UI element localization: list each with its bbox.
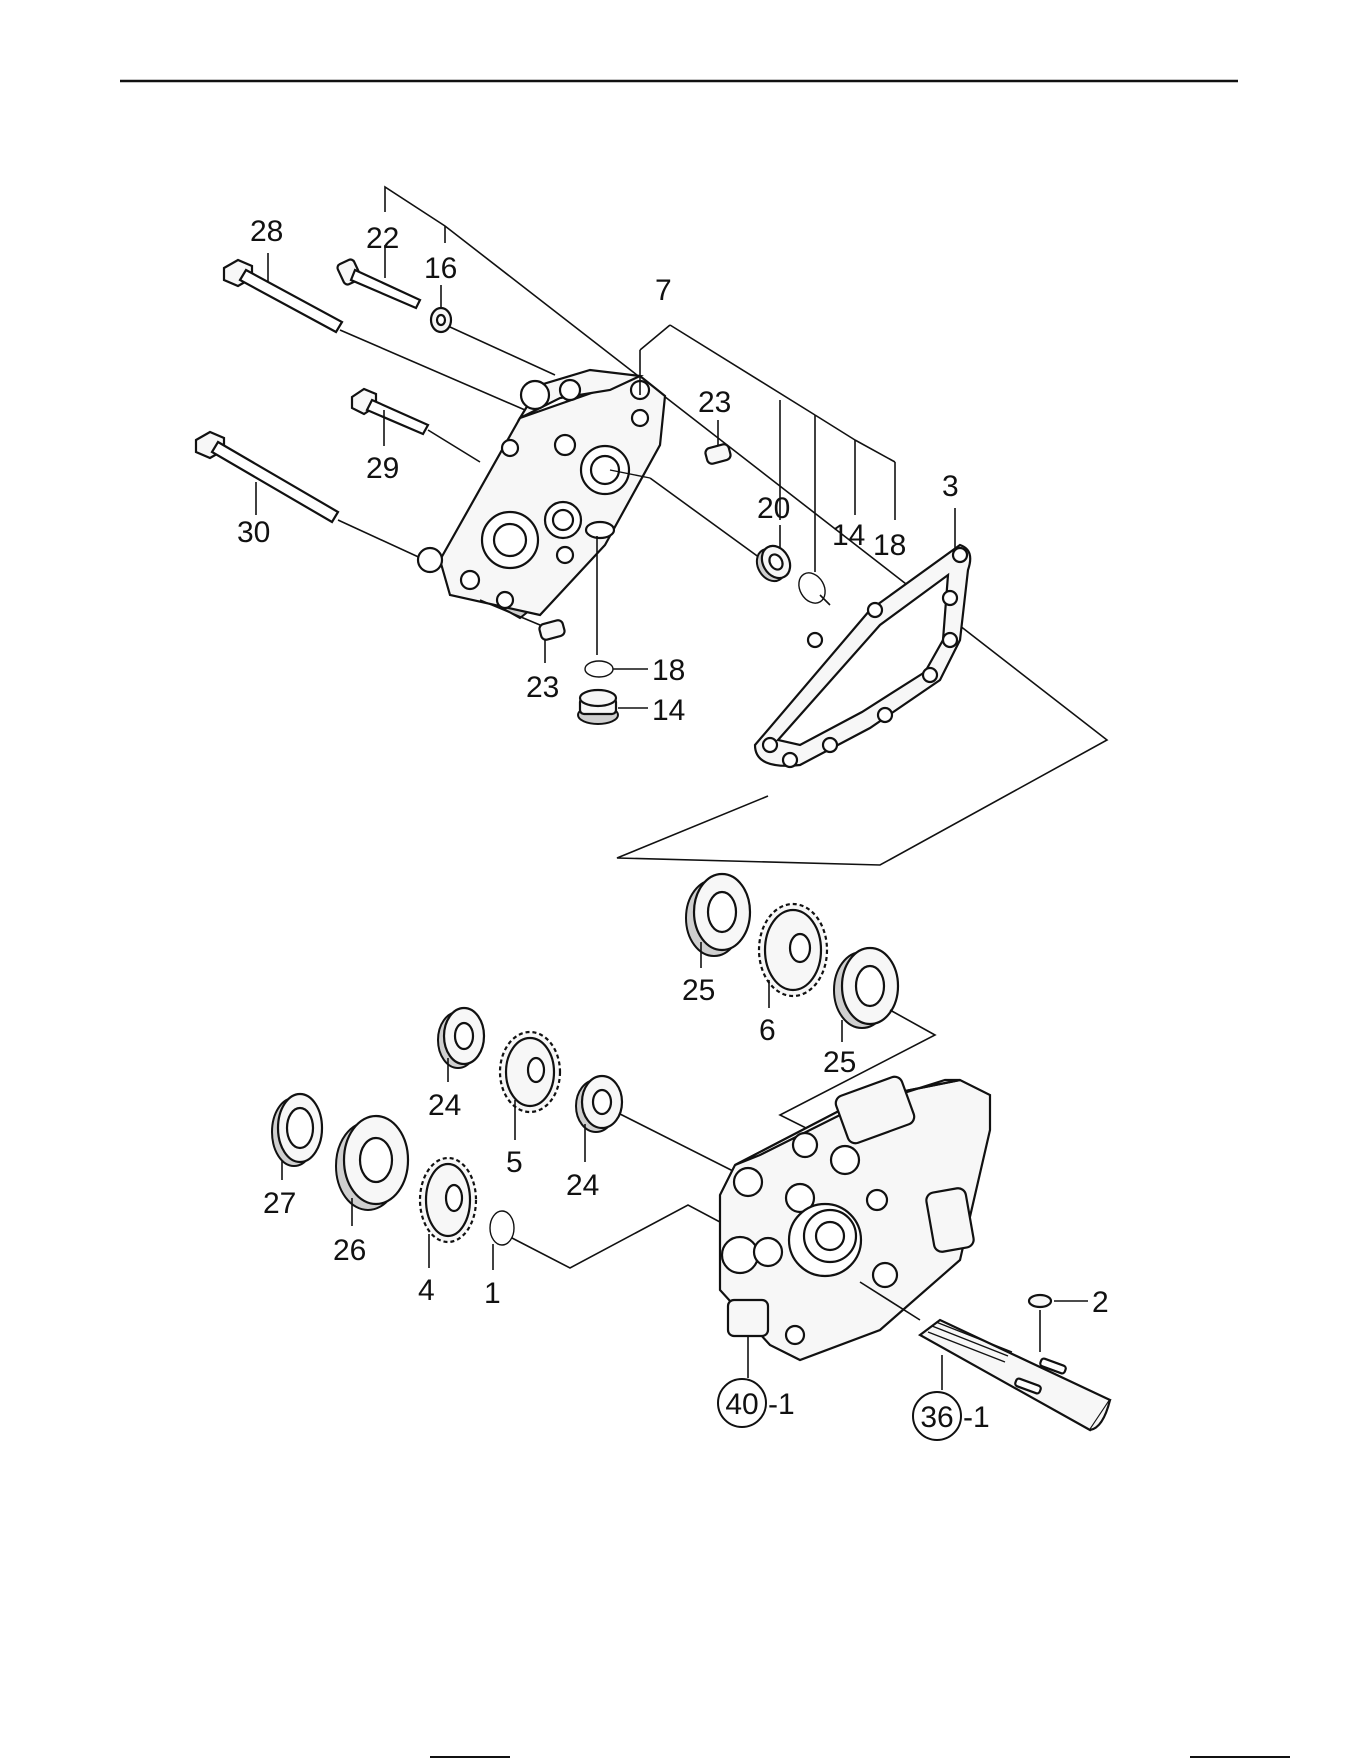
label-7: 7 [655,274,672,307]
label-25-right: 25 [823,1046,856,1079]
bearing-24-upper [438,1008,484,1082]
label-14-top: 14 [832,519,865,552]
label-6: 6 [759,1014,776,1047]
label-18-top: 18 [873,529,906,562]
label-2: 2 [1092,1286,1109,1319]
label-25-left: 25 [682,974,715,1007]
snap-ring-1 [490,1205,735,1270]
bearing-24-lower [576,1076,735,1172]
label-27: 27 [263,1187,296,1220]
label-22: 22 [366,222,399,255]
label-23-top: 23 [698,386,731,419]
seal-27 [272,1094,322,1180]
callout-36-1: 36 -1 [913,1392,990,1440]
gear-4 [420,1158,476,1268]
label-36-suffix: -1 [963,1401,990,1434]
pin-23-top [704,420,731,465]
label-4: 4 [418,1274,435,1307]
label-36: 36 [920,1401,953,1434]
gear-5 [500,1032,560,1140]
washer-16 [431,285,555,375]
label-24-upper: 24 [428,1089,461,1122]
label-14-bottom: 14 [652,694,685,727]
plug-14-lower [578,690,648,724]
key-2 [1029,1295,1088,1352]
label-20: 20 [757,492,790,525]
bolt-28 [224,253,525,410]
label-28: 28 [250,215,283,248]
label-1: 1 [484,1277,501,1310]
label-26: 26 [333,1234,366,1267]
cover-plate-7 [418,325,760,655]
label-24-lower: 24 [566,1169,599,1202]
bearing-25-right [834,948,898,1042]
bearing-26 [336,1116,408,1226]
o-ring-18-lower [585,661,648,677]
label-23-bottom: 23 [526,671,559,704]
label-16: 16 [424,252,457,285]
callout-40-1: 40 -1 [718,1379,795,1427]
label-40: 40 [725,1388,758,1421]
label-29: 29 [366,452,399,485]
label-18-bottom: 18 [652,654,685,687]
gear-6 [759,904,827,1008]
label-5: 5 [506,1146,523,1179]
label-3: 3 [942,470,959,503]
label-40-suffix: -1 [768,1388,795,1421]
label-30: 30 [237,516,270,549]
bearing-25-left [686,874,750,968]
